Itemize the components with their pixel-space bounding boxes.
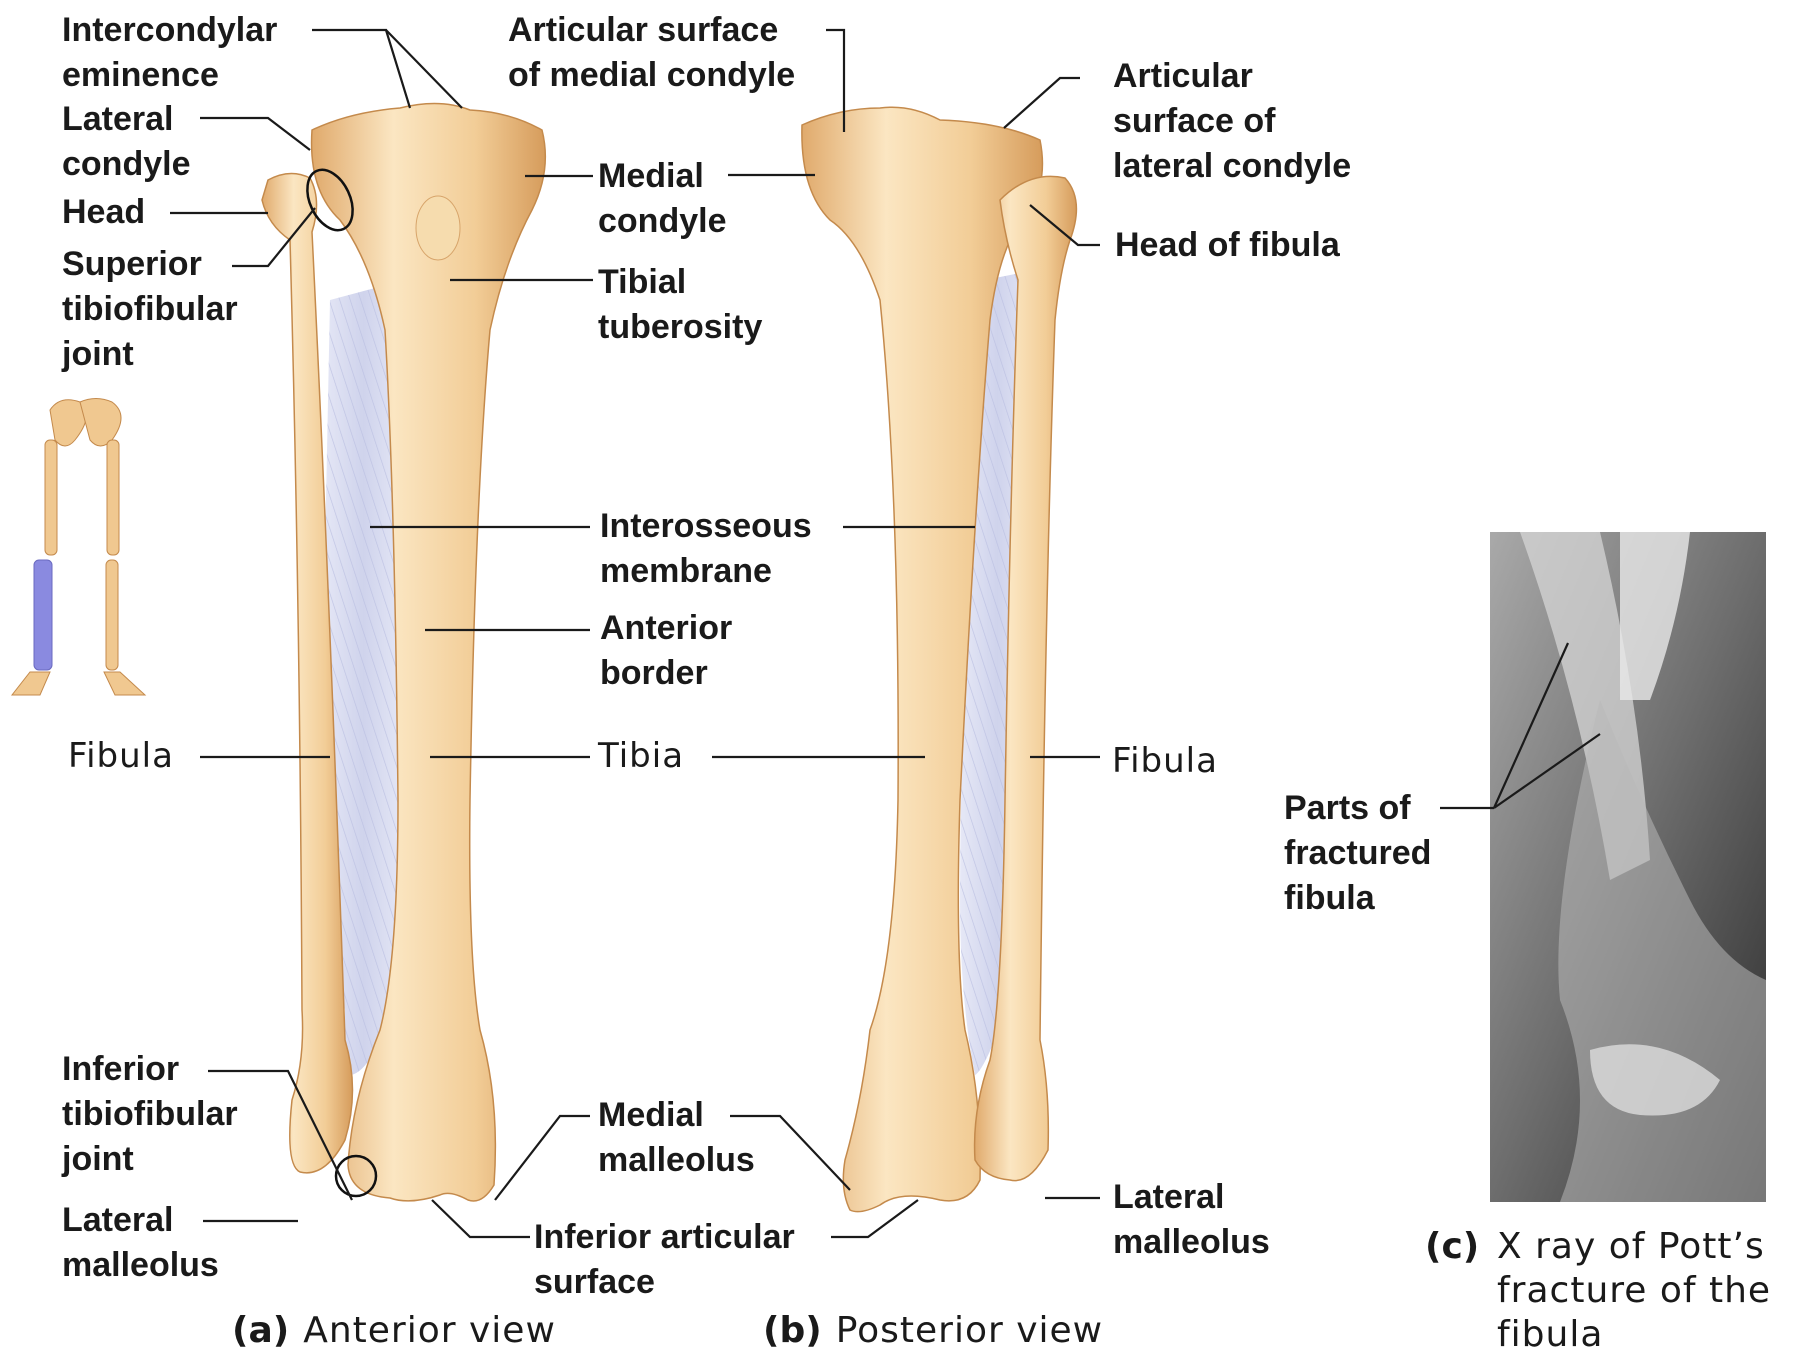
caption-b-letter: (b) <box>763 1310 822 1351</box>
anterior-view-bones <box>262 103 545 1201</box>
caption-a-text: Anterior view <box>303 1310 556 1351</box>
caption-a-letter: (a) <box>232 1310 289 1351</box>
caption-c-letter: (c) <box>1425 1226 1479 1267</box>
caption-b-text: Posterior view <box>836 1310 1103 1351</box>
caption-c-letter-wrap: (c) <box>1425 1225 1493 1269</box>
label-tibia: Tibia <box>598 734 684 778</box>
xray-image <box>1490 532 1766 1202</box>
label-fibula-anterior: Fibula <box>68 734 174 778</box>
label-head: Head <box>62 190 145 235</box>
label-fibula-posterior: Fibula <box>1112 739 1218 783</box>
posterior-view-bones <box>802 107 1077 1211</box>
caption-a: (a) Anterior view <box>232 1309 556 1353</box>
caption-b: (b) Posterior view <box>763 1309 1103 1353</box>
label-head-of-fibula: Head of fibula <box>1115 223 1340 268</box>
skeleton-locator-thumbnail <box>12 399 145 696</box>
